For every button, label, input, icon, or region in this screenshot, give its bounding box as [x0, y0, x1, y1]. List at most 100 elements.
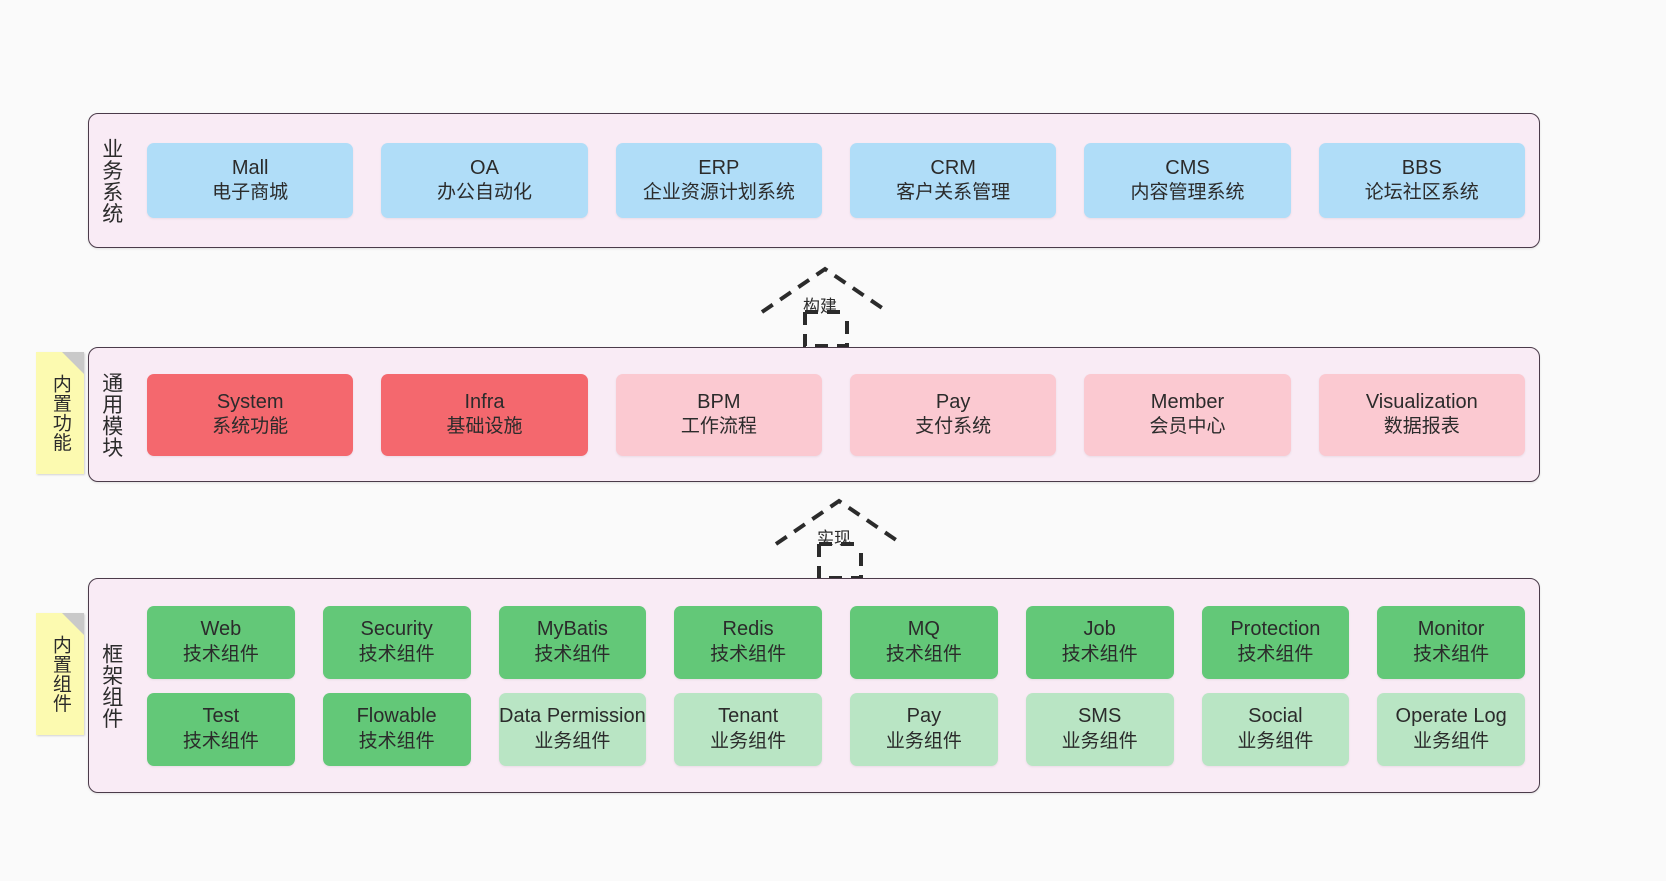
card-subtitle: 系统功能 [212, 416, 289, 438]
card-title: Flowable [356, 705, 437, 728]
card-title: Infra [464, 390, 505, 413]
card-erp[interactable]: ERP 企业资源计划系统 [615, 143, 822, 218]
layer-framework-components-title: 框架组件 [99, 642, 123, 729]
card-title: Web [200, 618, 242, 641]
card-subtitle: 工作流程 [680, 416, 757, 438]
card-title: Security [360, 618, 433, 641]
card-bbs[interactable]: BBS 论坛社区系统 [1318, 143, 1525, 218]
card-title: CMS [1165, 156, 1210, 179]
card-subtitle: 技术组件 [358, 643, 435, 665]
card-mall[interactable]: Mall 电子商城 [147, 143, 354, 218]
card-title: Operate Log [1395, 705, 1507, 728]
card-cms[interactable]: CMS 内容管理系统 [1084, 143, 1291, 218]
card-subtitle: 客户关系管理 [896, 182, 1011, 204]
card-subtitle: 基础设施 [446, 416, 523, 438]
card-subtitle: 技术组件 [1237, 643, 1314, 665]
card-title: Protection [1230, 618, 1321, 641]
card-subtitle: 会员中心 [1149, 416, 1226, 438]
note-fold-corner-icon [62, 352, 84, 374]
card-title: OA [470, 156, 499, 179]
card-subtitle: 论坛社区系统 [1364, 182, 1479, 204]
note-fold-corner-icon [62, 613, 84, 635]
sticky-note-builtin-features-label: 内置功能 [49, 374, 71, 452]
card-bpm[interactable]: BPM 工作流程 [615, 373, 822, 456]
card-subtitle: 电子商城 [212, 182, 289, 204]
card-subtitle: 业务组件 [1237, 730, 1314, 752]
card-title: Pay [906, 705, 942, 728]
card-title: MyBatis [536, 618, 608, 641]
card-title: Social [1248, 705, 1303, 728]
card-system[interactable]: System 系统功能 [147, 373, 354, 456]
layer-common-modules-title: 通用模块 [99, 371, 123, 458]
card-subtitle: 技术组件 [885, 643, 962, 665]
card-subtitle: 技术组件 [358, 730, 435, 752]
arrow-build-glyph [760, 266, 890, 348]
card-subtitle: 业务组件 [534, 730, 611, 752]
arrow-build-label: 构建 [803, 297, 837, 316]
card-subtitle: 业务组件 [1413, 730, 1490, 752]
card-subtitle: 技术组件 [710, 643, 787, 665]
card-subtitle: 业务组件 [1061, 730, 1138, 752]
card-subtitle: 技术组件 [534, 643, 611, 665]
sticky-note-builtin-components: 内置组件 [36, 613, 84, 735]
card-subtitle: 内容管理系统 [1130, 182, 1245, 204]
card-subtitle: 技术组件 [1413, 643, 1490, 665]
sticky-note-builtin-features: 内置功能 [36, 352, 84, 474]
card-title: CRM [930, 156, 976, 179]
card-subtitle: 企业资源计划系统 [642, 182, 795, 204]
card-crm[interactable]: CRM 客户关系管理 [849, 143, 1057, 218]
card-subtitle: 技术组件 [182, 730, 259, 752]
card-infra[interactable]: Infra 基础设施 [381, 373, 588, 456]
card-title: Redis [722, 618, 774, 641]
layer-business-title: 业务系统 [99, 137, 123, 224]
card-title: Monitor [1417, 618, 1485, 641]
card-title: Mall [231, 156, 269, 179]
card-title: MQ [907, 618, 940, 641]
card-subtitle: 业务组件 [710, 730, 787, 752]
card-title: Job [1083, 618, 1116, 641]
card-title: ERP [698, 156, 740, 179]
card-title: Data Permission [499, 705, 646, 728]
card-title: BBS [1401, 156, 1442, 179]
card-visualization[interactable]: Visualization 数据报表 [1318, 373, 1525, 456]
card-subtitle: 数据报表 [1383, 416, 1460, 438]
card-title: BPM [697, 390, 741, 413]
card-title: Visualization [1365, 390, 1478, 413]
card-title: System [216, 390, 284, 413]
card-subtitle: 业务组件 [885, 730, 962, 752]
card-title: Test [202, 705, 240, 728]
sticky-note-builtin-components-label: 内置组件 [49, 635, 71, 713]
card-title: Tenant [718, 705, 779, 728]
arrow-build: 构建 [757, 262, 897, 348]
card-subtitle: 技术组件 [1061, 643, 1138, 665]
